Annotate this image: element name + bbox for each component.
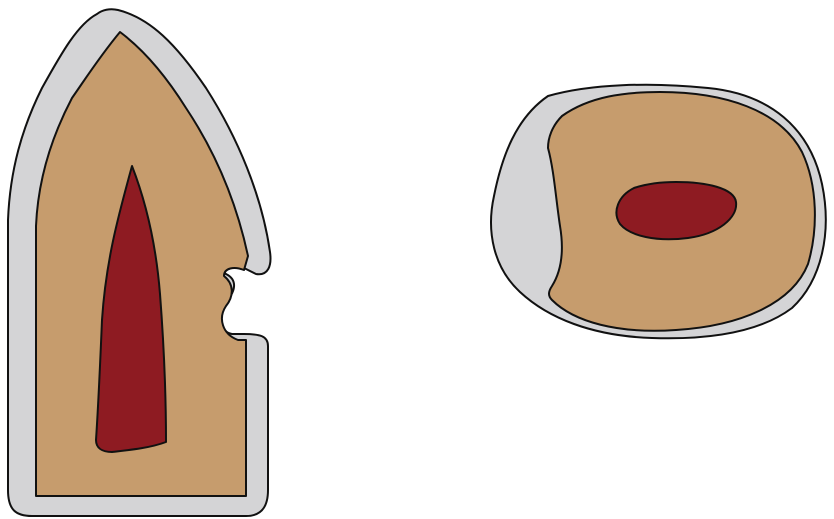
pulp-chamber: [615, 181, 738, 241]
cross-section-view: [490, 83, 827, 340]
longitudinal-section-view: [7, 8, 272, 517]
pulp-chamber: [95, 165, 167, 453]
